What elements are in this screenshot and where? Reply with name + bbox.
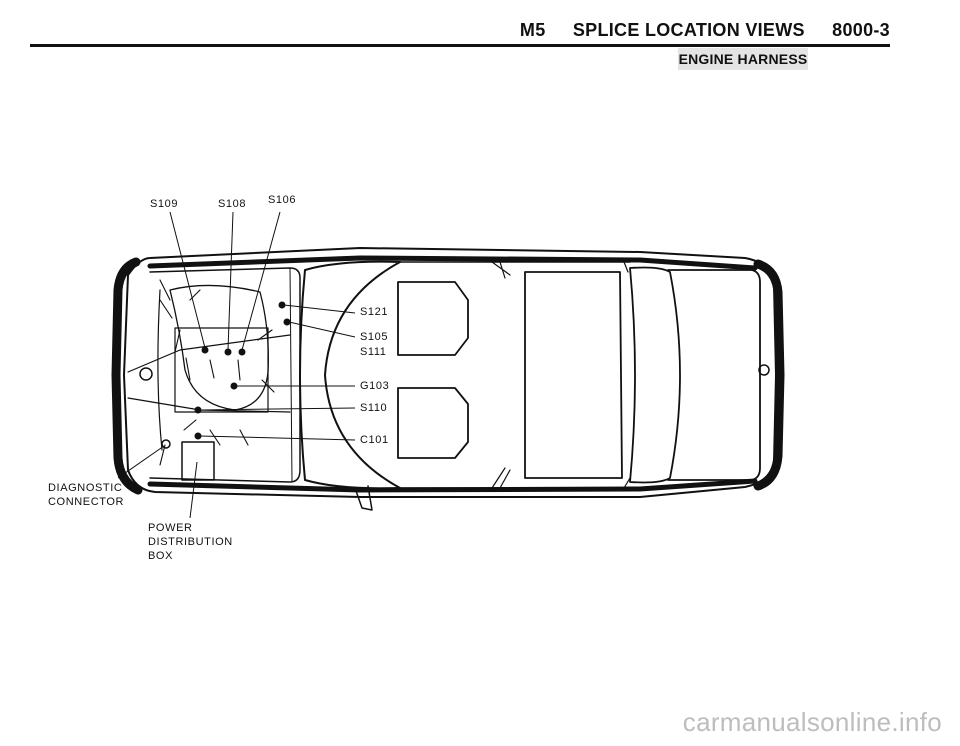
splice-s109-dot — [201, 346, 209, 354]
label-s108: S108 — [218, 198, 247, 210]
front-seat-top — [397, 281, 469, 356]
rear-bumper — [753, 259, 785, 491]
harness-run-upper — [127, 334, 291, 373]
leader-lines — [117, 211, 356, 519]
label-power-line2: DISTRIBUTION — [148, 536, 233, 548]
splice-points — [194, 301, 291, 440]
splice-s121-dot — [278, 301, 286, 309]
windshield — [299, 260, 401, 490]
header-section: SPLICE LOCATION VIEWS — [572, 20, 805, 40]
splice-s106-dot — [238, 348, 246, 356]
label-s106: S106 — [268, 194, 297, 206]
header-model: M5 — [519, 20, 546, 40]
radiator-outline — [157, 289, 163, 451]
rear-window — [629, 266, 681, 484]
page-header: M5 SPLICE LOCATION VIEWS 8000-3 — [520, 20, 890, 41]
cowl-line — [289, 267, 293, 483]
harness-main-loop — [169, 284, 269, 411]
header-page-number: 8000-3 — [832, 20, 890, 40]
label-s111: S111 — [360, 346, 387, 358]
rear-badge — [758, 364, 770, 376]
side-mirror — [354, 485, 373, 511]
splice-s110-dot — [194, 406, 202, 414]
label-diagnostic-line2: CONNECTOR — [48, 496, 125, 508]
watermark: carmanualsonline.info — [682, 707, 942, 737]
label-diagnostic-line1: DIAGNOSTIC — [48, 482, 123, 494]
label-s110: S110 — [360, 402, 388, 414]
splice-g103-dot — [230, 382, 238, 390]
splice-s108-dot — [224, 348, 232, 356]
bmw-badge — [139, 367, 153, 381]
leader-diagnostic — [117, 445, 165, 479]
power-distribution-box — [181, 441, 215, 481]
door-line-top — [491, 261, 629, 279]
front-bumper — [111, 257, 143, 495]
splice-c101-dot — [194, 432, 202, 440]
door-line-bottom — [491, 467, 631, 489]
leader-s109 — [169, 211, 206, 349]
header-rule — [30, 44, 890, 47]
leader-c101 — [199, 435, 356, 441]
label-s105: S105 — [360, 331, 389, 343]
header-subtitle: ENGINE HARNESS — [678, 48, 808, 70]
rear-seat — [524, 271, 623, 479]
leader-power — [189, 461, 198, 519]
label-power-line1: POWER — [148, 522, 193, 534]
label-power-line3: BOX — [148, 550, 174, 562]
leader-s110 — [199, 407, 356, 411]
engine-block — [174, 327, 269, 413]
label-s121: S121 — [360, 306, 389, 318]
trunk-lid — [667, 269, 761, 481]
side-sill-top — [147, 255, 758, 271]
leader-s108 — [227, 211, 234, 351]
leader-s121 — [283, 304, 356, 314]
diagnostic-connector — [161, 439, 171, 449]
front-seat-bottom — [397, 387, 469, 459]
leader-s106 — [241, 211, 281, 351]
label-s109: S109 — [150, 198, 179, 210]
side-sill-bottom — [147, 478, 758, 493]
label-c101: C101 — [360, 434, 389, 446]
splice-s105-dot — [283, 318, 291, 326]
label-g103: G103 — [360, 380, 390, 392]
leader-s105 — [288, 321, 356, 338]
